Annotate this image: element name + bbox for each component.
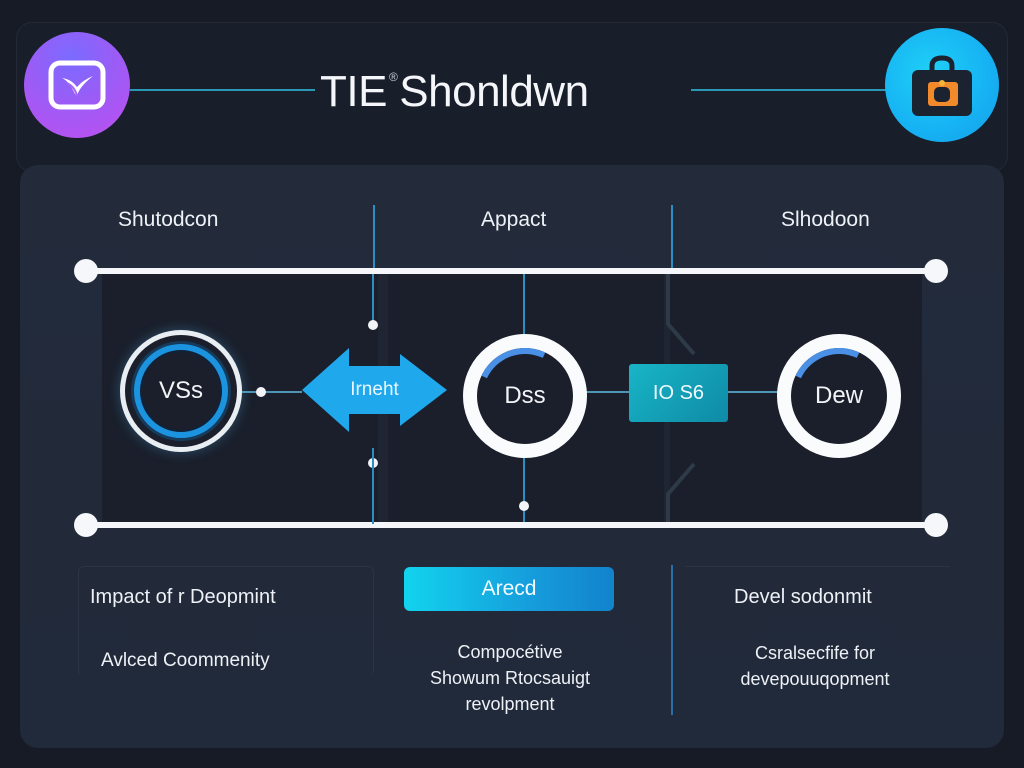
connector-h-dss-ios: [586, 391, 629, 393]
top-rail-start-dot[interactable]: [74, 259, 98, 283]
double-arrow-icon: [302, 348, 447, 432]
column-label-3: Slhodoon: [781, 208, 870, 231]
header-connector-left: [130, 89, 315, 91]
shopping-bag-icon: [912, 55, 972, 116]
top-rail: [86, 268, 936, 274]
node-dew-label: Dew: [814, 382, 863, 409]
title-sup: ®: [388, 70, 398, 84]
bottom-rail-start-dot[interactable]: [74, 513, 98, 537]
column-label-1: Shutodcon: [118, 208, 219, 231]
progress-arc: [777, 334, 901, 458]
bottom-right-heading: Devel sodonmit: [734, 586, 872, 608]
header-frame: [16, 22, 1008, 172]
node-vss-label: VSs: [158, 377, 203, 404]
bottom-divider-1: [671, 565, 673, 715]
connector-h-ios-dew: [728, 391, 778, 393]
node-dss[interactable]: Dss: [463, 334, 587, 458]
progress-arc: [463, 334, 587, 458]
node-dew[interactable]: Dew: [777, 334, 901, 458]
bottom-rail-end-dot[interactable]: [924, 513, 948, 537]
bottom-right-line-2: devepouuqopment: [740, 669, 890, 689]
bottom-right-line-1: Csralsecfife for: [754, 643, 876, 663]
double-arrow-node[interactable]: Irneht: [302, 348, 447, 432]
node-vss-inner-ring: VSs: [134, 344, 228, 438]
connector-v-left-bottom: [372, 448, 374, 524]
node-ios-label: IO S6: [652, 381, 705, 404]
bottom-left-card: [78, 566, 374, 676]
connector-dot: [256, 387, 266, 397]
header-connector-right: [691, 89, 887, 91]
connector-v-center-bottom: [523, 456, 525, 522]
connector-dot: [368, 320, 378, 330]
path-connector: [666, 274, 696, 522]
double-arrow-label: Irneht: [350, 379, 399, 400]
bottom-center-line-1: Compocétive: [457, 642, 563, 662]
title-rest: Shonldwn: [399, 67, 589, 116]
bottom-center-line-2: Showum Rtocsauigt: [429, 668, 591, 688]
bottom-left-sub: Avlced Coommenity: [101, 650, 270, 671]
connector-v-center-top: [523, 274, 525, 336]
node-ios[interactable]: IO S6: [629, 364, 728, 422]
right-app-icon[interactable]: [885, 28, 999, 142]
checkmark-badge-icon: [48, 60, 106, 110]
connector-h-vss: [242, 391, 302, 393]
title-main: TIE: [320, 67, 387, 116]
bottom-rail: [86, 522, 936, 528]
divider-top-2: [671, 205, 673, 270]
node-dss-label: Dss: [504, 382, 546, 409]
node-vss[interactable]: VSs: [120, 330, 242, 452]
bottom-center-line-3: revolpment: [465, 694, 555, 714]
column-label-2: Appact: [481, 208, 547, 231]
bottom-left-heading: Impact of r Deopmint: [90, 586, 276, 608]
connector-dot: [519, 501, 529, 511]
connector-v-left-top: [372, 274, 374, 324]
advanced-button-label: Arecd: [481, 577, 537, 600]
advanced-button[interactable]: Arecd: [404, 567, 614, 611]
page-title: TIE ® Shonldwn: [320, 64, 700, 120]
bottom-right-card: [685, 566, 950, 567]
top-rail-end-dot[interactable]: [924, 259, 948, 283]
left-app-icon[interactable]: [24, 32, 130, 138]
